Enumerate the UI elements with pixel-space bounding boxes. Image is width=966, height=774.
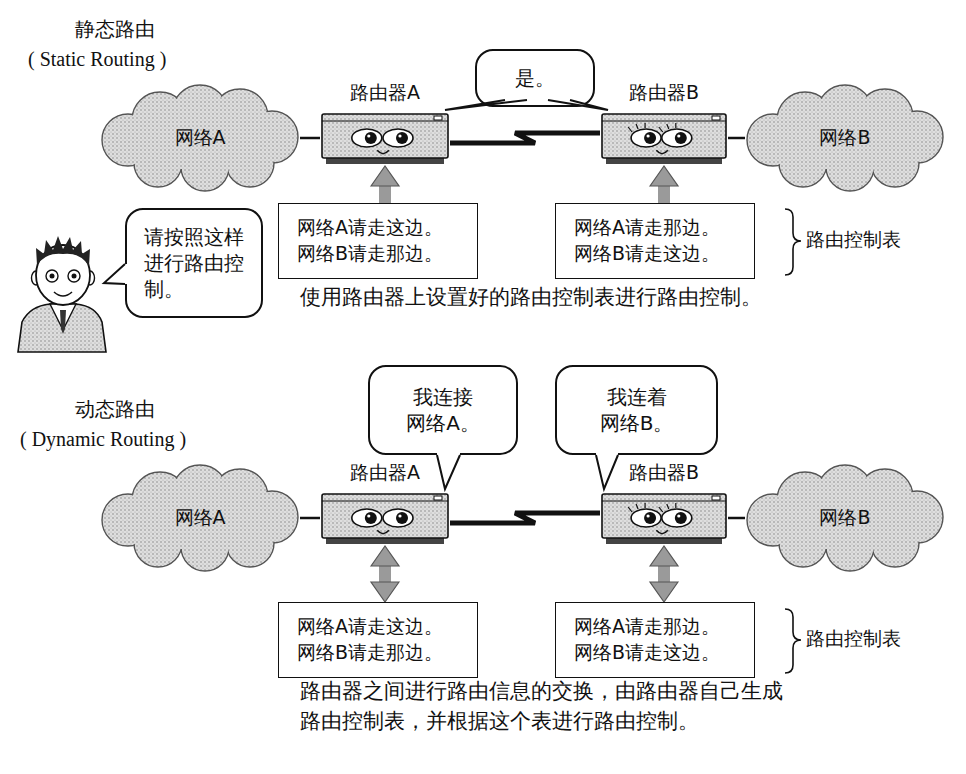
router-face	[600, 110, 728, 166]
table-bracket	[785, 209, 801, 275]
node-text: 网络A请走这边。 网络B请走那边。	[297, 614, 459, 665]
speech-bubble: 是。	[475, 49, 595, 107]
router-face	[320, 490, 450, 546]
network-cloud: 网络B	[745, 465, 945, 570]
speech-bubble: 我连着 网络B。	[555, 365, 718, 455]
router-box: 路由器A	[320, 110, 450, 166]
node-text: 是。	[515, 65, 555, 91]
router-box: 路由器A	[320, 490, 450, 546]
serial-link	[450, 513, 600, 523]
node-text: 网络A	[175, 125, 226, 150]
node-text: 网络B	[819, 125, 870, 150]
router-name: 路由器B	[580, 460, 748, 485]
section-title: 静态路由	[75, 16, 155, 42]
section-subtitle: ( Static Routing )	[28, 46, 166, 72]
routing-table: 网络A请走这边。 网络B请走那边。	[278, 602, 478, 678]
caption: 路由器之间进行路由信息的交换，由路由器自己生成 路由控制表，并根据这个表进行路由…	[300, 676, 820, 736]
table-arrow	[379, 566, 391, 582]
node-text: 网络B	[819, 505, 870, 530]
speech-bubble: 我连接 网络A。	[368, 365, 518, 455]
node-text: 请按照这样进行路由控制。	[144, 224, 245, 302]
bracket-label: 路由控制表	[806, 227, 901, 252]
person-figure	[18, 236, 106, 352]
bubble-tail	[368, 365, 518, 455]
network-link	[300, 517, 320, 520]
node-text: 我连接 网络A。	[398, 384, 488, 436]
node-text: 网络A请走那边。 网络B请走这边。	[574, 614, 736, 665]
node-text: 网络A请走那边。 网络B请走这边。	[574, 215, 736, 266]
router-face	[600, 490, 728, 546]
node-text: 我连着 网络B。	[592, 384, 682, 436]
router-name: 路由器B	[580, 80, 748, 105]
bracket-label: 路由控制表	[806, 626, 901, 651]
router-name: 路由器A	[300, 80, 470, 105]
routing-table: 网络A请走那边。 网络B请走这边。	[555, 203, 755, 279]
node-text: 网络A请走这边。 网络B请走那边。	[297, 215, 459, 266]
routing-table: 网络A请走那边。 网络B请走这边。	[555, 602, 755, 678]
routing-table: 网络A请走这边。 网络B请走那边。	[278, 203, 478, 279]
network-link	[300, 137, 320, 140]
router-face	[320, 110, 450, 166]
node-text: 网络A	[175, 505, 226, 530]
table-arrow	[658, 566, 670, 582]
network-cloud: 网络A	[100, 85, 300, 190]
network-link	[728, 137, 745, 140]
bubble-tail	[555, 365, 718, 455]
table-bracket	[785, 609, 801, 673]
section-subtitle: ( Dynamic Routing )	[20, 426, 186, 452]
network-cloud: 网络A	[100, 465, 300, 570]
table-arrow	[379, 186, 391, 203]
network-link	[728, 517, 745, 520]
router-box: 路由器B	[600, 490, 728, 546]
router-box: 路由器B	[600, 110, 728, 166]
speech-bubble: 请按照这样进行路由控制。	[125, 208, 263, 318]
table-arrow	[658, 186, 670, 203]
network-cloud: 网络B	[745, 85, 945, 190]
caption: 使用路由器上设置好的路由控制表进行路由控制。	[300, 284, 762, 311]
router-name: 路由器A	[300, 460, 470, 485]
serial-link	[450, 133, 600, 143]
section-title: 动态路由	[75, 396, 155, 422]
